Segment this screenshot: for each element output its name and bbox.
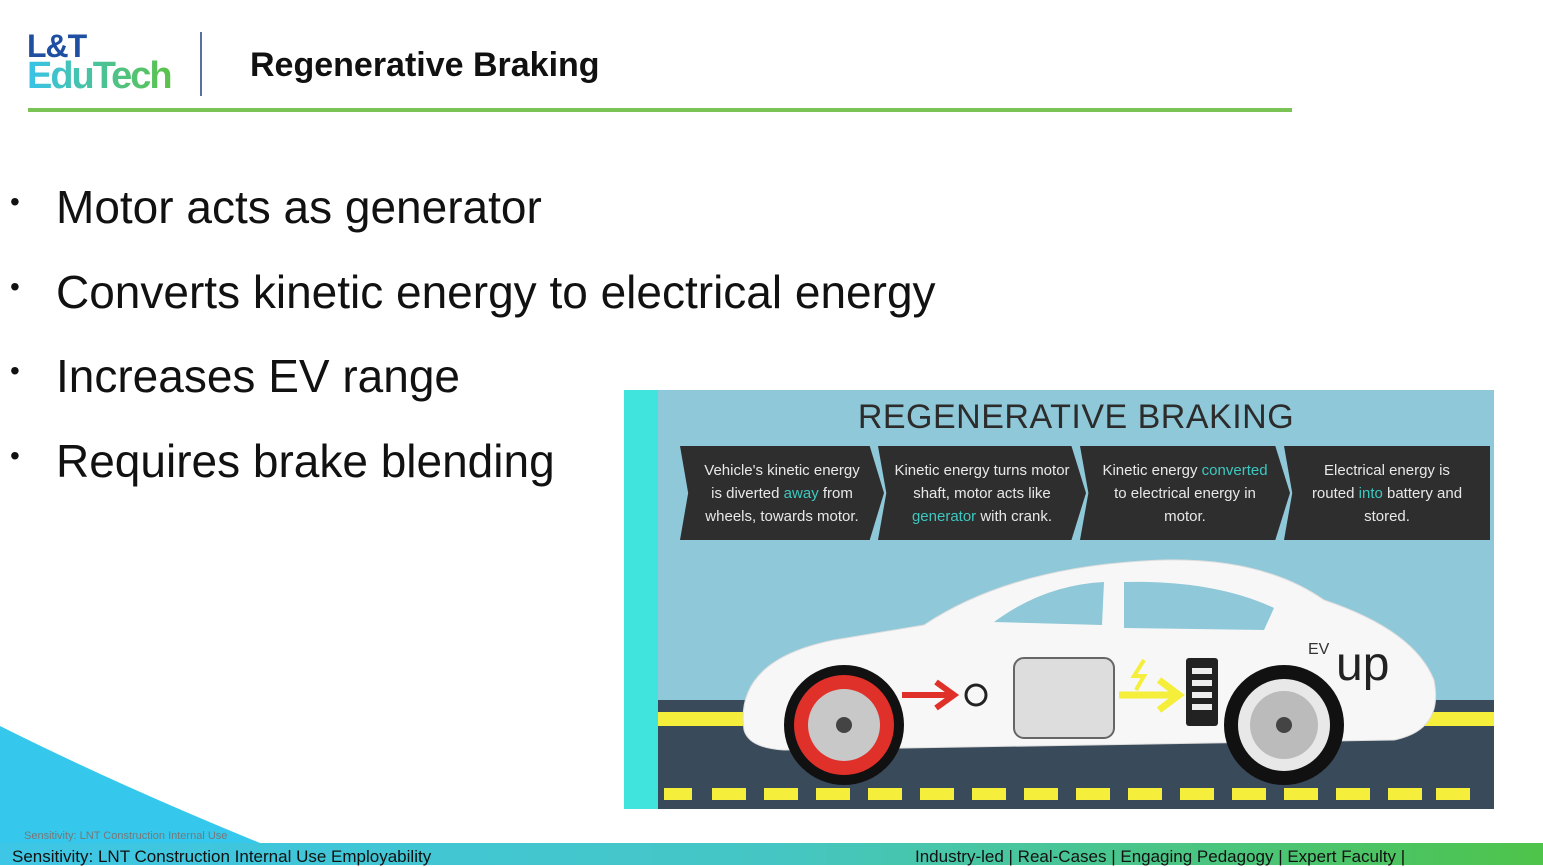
step-1: Vehicle's kinetic energy is diverted awa… <box>680 446 884 540</box>
car-window-front <box>994 582 1104 625</box>
car-illustration: EV up <box>658 559 1494 809</box>
footer-right-text: Industry-led | Real-Cases | Engaging Ped… <box>915 847 1406 866</box>
bullet-dot: • <box>10 439 20 471</box>
motor-icon <box>1013 657 1115 739</box>
logo-line2: EduTech <box>27 55 173 97</box>
evup-logo: up <box>1336 638 1389 691</box>
header-rule <box>28 108 1292 112</box>
decorative-curve <box>0 726 260 843</box>
lightning-icon <box>1130 658 1148 691</box>
regenerative-braking-infographic: EV up REGENERATIVE BRAKING Vehicle's kin… <box>624 390 1494 809</box>
header-divider <box>200 32 202 96</box>
bullet-dot: • <box>10 355 20 386</box>
bullet-item: • Motor acts as generator <box>10 180 1010 265</box>
bullet-text: Requires brake blending <box>56 434 555 487</box>
car-window-rear <box>1124 581 1274 630</box>
evup-logo-small: EV <box>1308 641 1330 658</box>
bullet-list: • Motor acts as generator • Converts kinet… <box>10 180 1010 518</box>
logo-line1: L&T <box>27 28 87 64</box>
yellow-arrow-icon <box>1119 677 1185 713</box>
page-title: Regenerative Braking <box>250 46 600 84</box>
cyan-stripe <box>624 390 658 809</box>
infographic-title: REGENERATIVE BRAKING <box>857 398 1295 436</box>
bullet-item: • Converts kinetic energy to electrical e… <box>10 265 1010 350</box>
bullet-item: • Requires brake blending <box>10 434 1010 519</box>
step-2: Kinetic energy turns motor shaft, motor … <box>878 446 1086 540</box>
road-dashes <box>664 788 1470 800</box>
bullet-dot: • <box>10 270 20 302</box>
lt-edutech-logo: L&T EduTech <box>27 28 173 97</box>
bullet-item: • Increases EV range <box>10 349 1010 434</box>
red-arrow-icon <box>902 679 960 711</box>
footer-left-text: Sensitivity: LNT Construction Internal U… <box>12 847 432 866</box>
footer-bar: Sensitivity: LNT Construction Internal U… <box>0 843 1543 866</box>
bullet-text: Converts kinetic energy to electrical en… <box>56 265 936 318</box>
sensitivity-label-small: Sensitivity: LNT Construction Internal U… <box>24 830 228 842</box>
bullet-text: Increases EV range <box>56 350 461 402</box>
bullet-dot: • <box>10 186 20 217</box>
crank-icon <box>964 683 988 707</box>
bullet-text: Motor acts as generator <box>56 181 542 233</box>
step-3: Kinetic energy converted to electrical e… <box>1080 446 1290 540</box>
step-4: Electrical energy is routed into battery… <box>1284 446 1490 540</box>
